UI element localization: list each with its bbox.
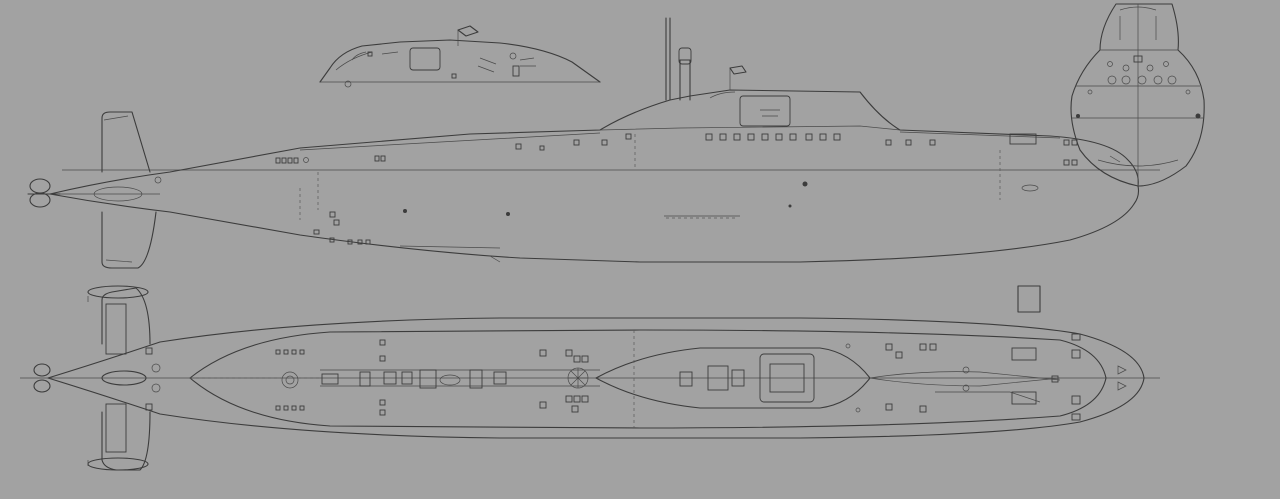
side-profile-view: [27, 17, 1160, 269]
upper-rudder: [101, 111, 151, 173]
flag-icon: [457, 25, 479, 37]
sail-detail-view: [319, 25, 601, 88]
lower-rudder: [101, 211, 157, 269]
sail-window: [739, 95, 791, 127]
flag-icon: [729, 65, 747, 75]
bow-fitting: [1017, 285, 1041, 313]
front-section-view: [1070, 3, 1205, 187]
front-portholes: [1076, 55, 1201, 119]
hull-fittings: [275, 133, 1121, 263]
top-plan-view: [20, 285, 1160, 471]
deck-fittings: [275, 285, 1127, 421]
propeller: [29, 178, 51, 194]
sail-window: [409, 47, 441, 71]
periscope-mast: [665, 17, 671, 101]
